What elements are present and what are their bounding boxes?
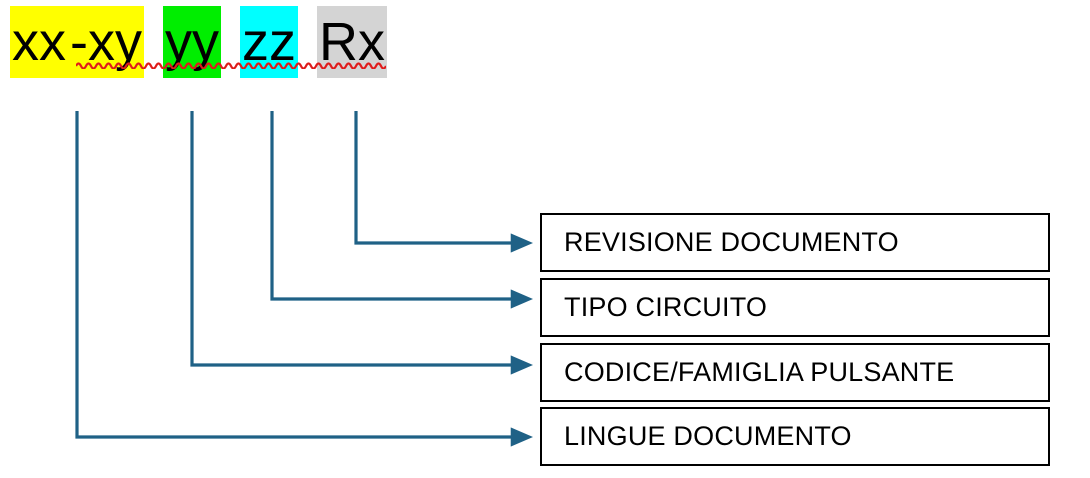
callout-label-lingue-documento: LINGUE DOCUMENTO (564, 421, 852, 451)
callout-box-tipo-circuito: TIPO CIRCUITO (540, 278, 1050, 337)
leader-line-codice-famiglia (190, 111, 534, 375)
code-segment-xx: xx (10, 6, 68, 78)
callout-box-codice-famiglia-pulsante: CODICE/FAMIGLIA PULSANTE (540, 343, 1050, 402)
callout-label-revisione-documento: REVISIONE DOCUMENTO (564, 227, 899, 257)
callout-box-lingue-documento: LINGUE DOCUMENTO (540, 407, 1050, 466)
callout-label-codice-famiglia-pulsante: CODICE/FAMIGLIA PULSANTE (564, 357, 955, 387)
callout-label-tipo-circuito: TIPO CIRCUITO (564, 292, 768, 322)
leader-line-lingue-documento (75, 111, 534, 447)
leader-line-revisione (354, 111, 534, 253)
callout-box-revisione-documento: REVISIONE DOCUMENTO (540, 213, 1050, 272)
leader-line-tipo-circuito (270, 111, 534, 309)
